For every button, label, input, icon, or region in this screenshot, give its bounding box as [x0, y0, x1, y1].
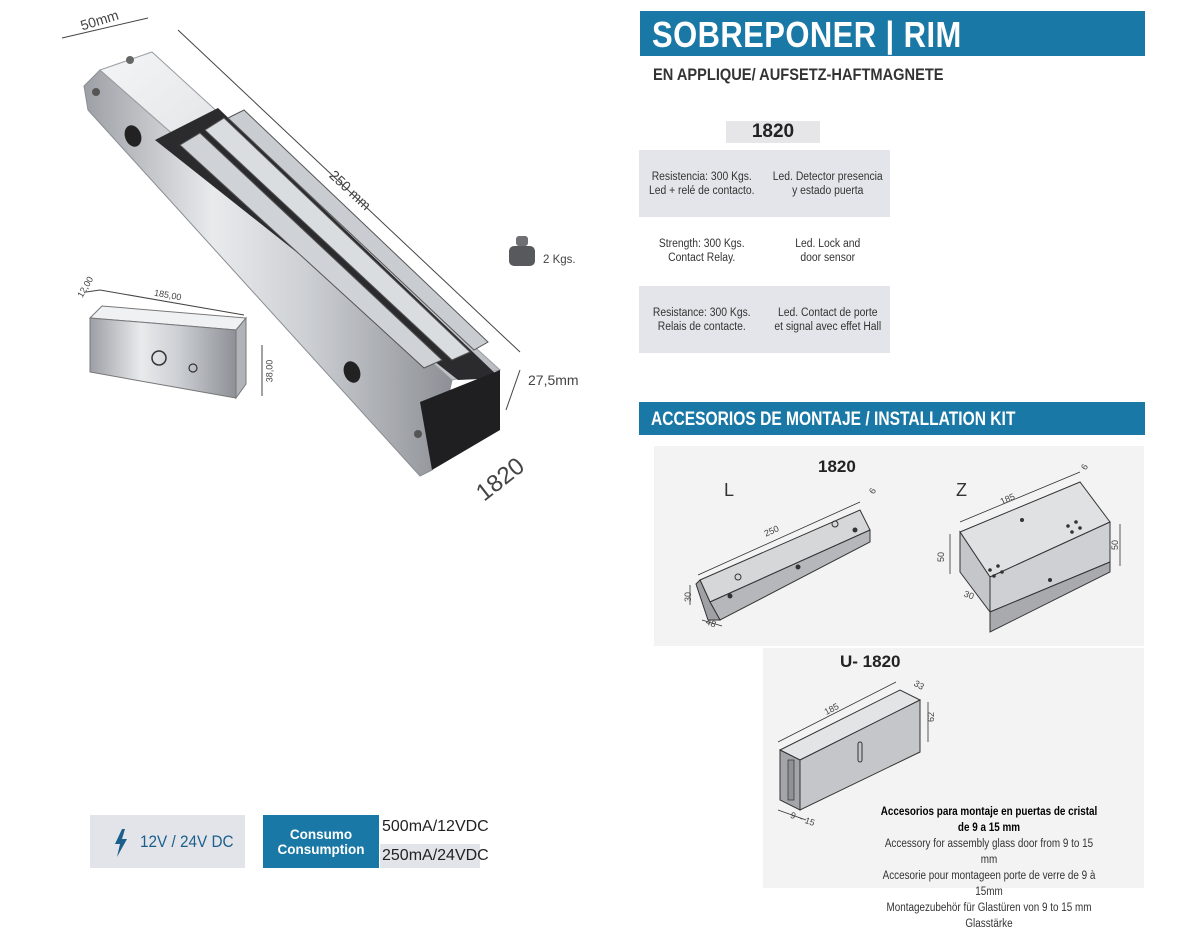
- bracket-z-drawing: [949, 471, 1121, 633]
- consumption-label-text: Consumo Consumption: [277, 826, 365, 857]
- note-line: Accesorie pour montageen porte de verre …: [882, 870, 1096, 898]
- title-bar: [640, 11, 1145, 56]
- spec-row-fr: Resistance: 300 Kgs. Relais de contacte.…: [639, 286, 890, 353]
- weight-icon: [509, 236, 535, 266]
- bracket-z-dim-right: 50: [1110, 539, 1121, 551]
- bracket-u-dim-height: 62: [926, 711, 937, 723]
- spec-left: Strength: 300 Kgs. Contact Relay.: [658, 237, 745, 264]
- spec-row-es: Resistencia: 300 Kgs. Led + relé de cont…: [639, 150, 890, 217]
- power-box: [90, 815, 245, 868]
- magnet-height-dim: 27,5mm: [528, 372, 579, 388]
- power-label: 12V / 24V DC: [140, 832, 234, 851]
- lightning-bolt-icon: [115, 829, 127, 857]
- bracket-l-dim-height: 30: [683, 591, 694, 603]
- bracket-z-label: Z: [956, 480, 967, 500]
- consumption-value: 500mA/12VDC: [380, 815, 489, 839]
- bracket-l-drawing: [689, 501, 871, 627]
- accessories-note: Accesorios para montaje en puertas de cr…: [878, 804, 1100, 932]
- spec-row-en: Strength: 300 Kgs. Contact Relay. Led. L…: [639, 217, 890, 284]
- accessories-bar: [639, 402, 1145, 435]
- page-title: SOBREPONER | RIM: [652, 14, 962, 55]
- spec-right: Led. Contact de porte et signal avec eff…: [773, 306, 881, 333]
- armature-height-dim: 38,00: [264, 359, 275, 383]
- weight-label: 2 Kgs.: [543, 254, 576, 266]
- consumption-label: Consumo Consumption: [263, 815, 379, 868]
- page-subtitle: EN APPLIQUE/ AUFSETZ-HAFTMAGNETE: [653, 65, 944, 84]
- spec-left: Resistencia: 300 Kgs. Led + relé de cont…: [648, 170, 755, 197]
- accessories-title: ACCESORIOS DE MONTAJE / INSTALLATION KIT: [651, 409, 1016, 430]
- bracket-z-dim-left: 50: [936, 551, 947, 563]
- spec-right: Led. Lock and door sensor: [794, 237, 860, 264]
- note-line: Accesorios para montaje en puertas de cr…: [880, 806, 1098, 834]
- note-line: Montagezubehör für Glastüren von 9 to 15…: [886, 902, 1092, 930]
- note-line: Accessory for assembly glass door from 9…: [884, 838, 1094, 866]
- magnet-illustration: [61, 17, 521, 477]
- spec-left: Resistance: 300 Kgs. Relais de contacte.: [652, 306, 751, 333]
- bracket-l-label: L: [724, 480, 735, 500]
- bracket-u-label: U- 1820: [840, 652, 901, 671]
- accessories-model: 1820: [818, 457, 856, 476]
- bracket-u-drawing: [777, 681, 929, 821]
- model-badge: 1820: [726, 121, 820, 143]
- consumption-value: 250mA/24VDC: [380, 844, 489, 868]
- spec-right: Led. Detector presencia y estado puerta: [772, 170, 883, 197]
